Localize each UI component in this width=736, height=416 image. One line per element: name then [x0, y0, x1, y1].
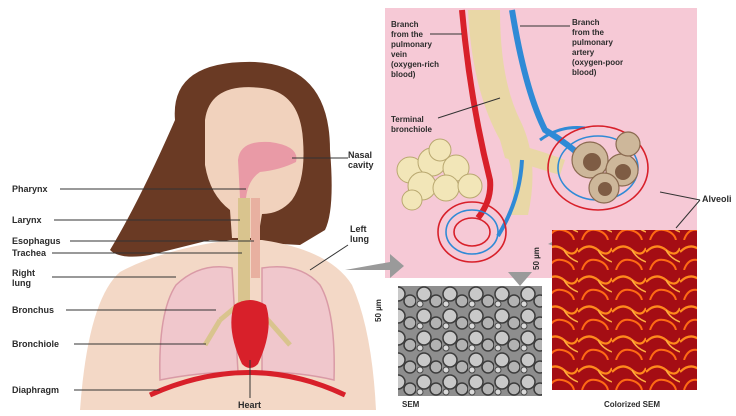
label-diaphragm: Diaphragm: [12, 385, 59, 395]
label-nasal-cavity: Nasal cavity: [348, 150, 374, 170]
label-esophagus: Esophagus: [12, 236, 61, 246]
label-heart: Heart: [238, 400, 261, 410]
label-larynx: Larynx: [12, 215, 42, 225]
label-pharynx: Pharynx: [12, 184, 48, 194]
label-trachea: Trachea: [12, 248, 46, 258]
caption-colorized-sem: Colorized SEM: [604, 400, 660, 410]
label-left-lung: Left lung: [350, 224, 369, 244]
scale-bar-label-top: 50 µm: [532, 247, 541, 270]
scale-bar-label-mid: 50 µm: [374, 299, 383, 322]
label-terminal-bronchiole: Terminal bronchiole: [391, 115, 432, 135]
label-alveoli: Alveoli: [702, 194, 732, 204]
label-bronchiole: Bronchiole: [12, 339, 59, 349]
label-right-lung: Right lung: [12, 268, 35, 288]
label-branch-pulmonary-vein: Branch from the pulmonary vein (oxygen-r…: [391, 20, 439, 80]
caption-sem: SEM: [402, 400, 419, 410]
label-bronchus: Bronchus: [12, 305, 54, 315]
label-branch-pulmonary-artery: Branch from the pulmonary artery (oxygen…: [572, 18, 623, 78]
colorized-sem-micrograph: [552, 230, 697, 390]
sem-micrograph: [398, 286, 542, 396]
